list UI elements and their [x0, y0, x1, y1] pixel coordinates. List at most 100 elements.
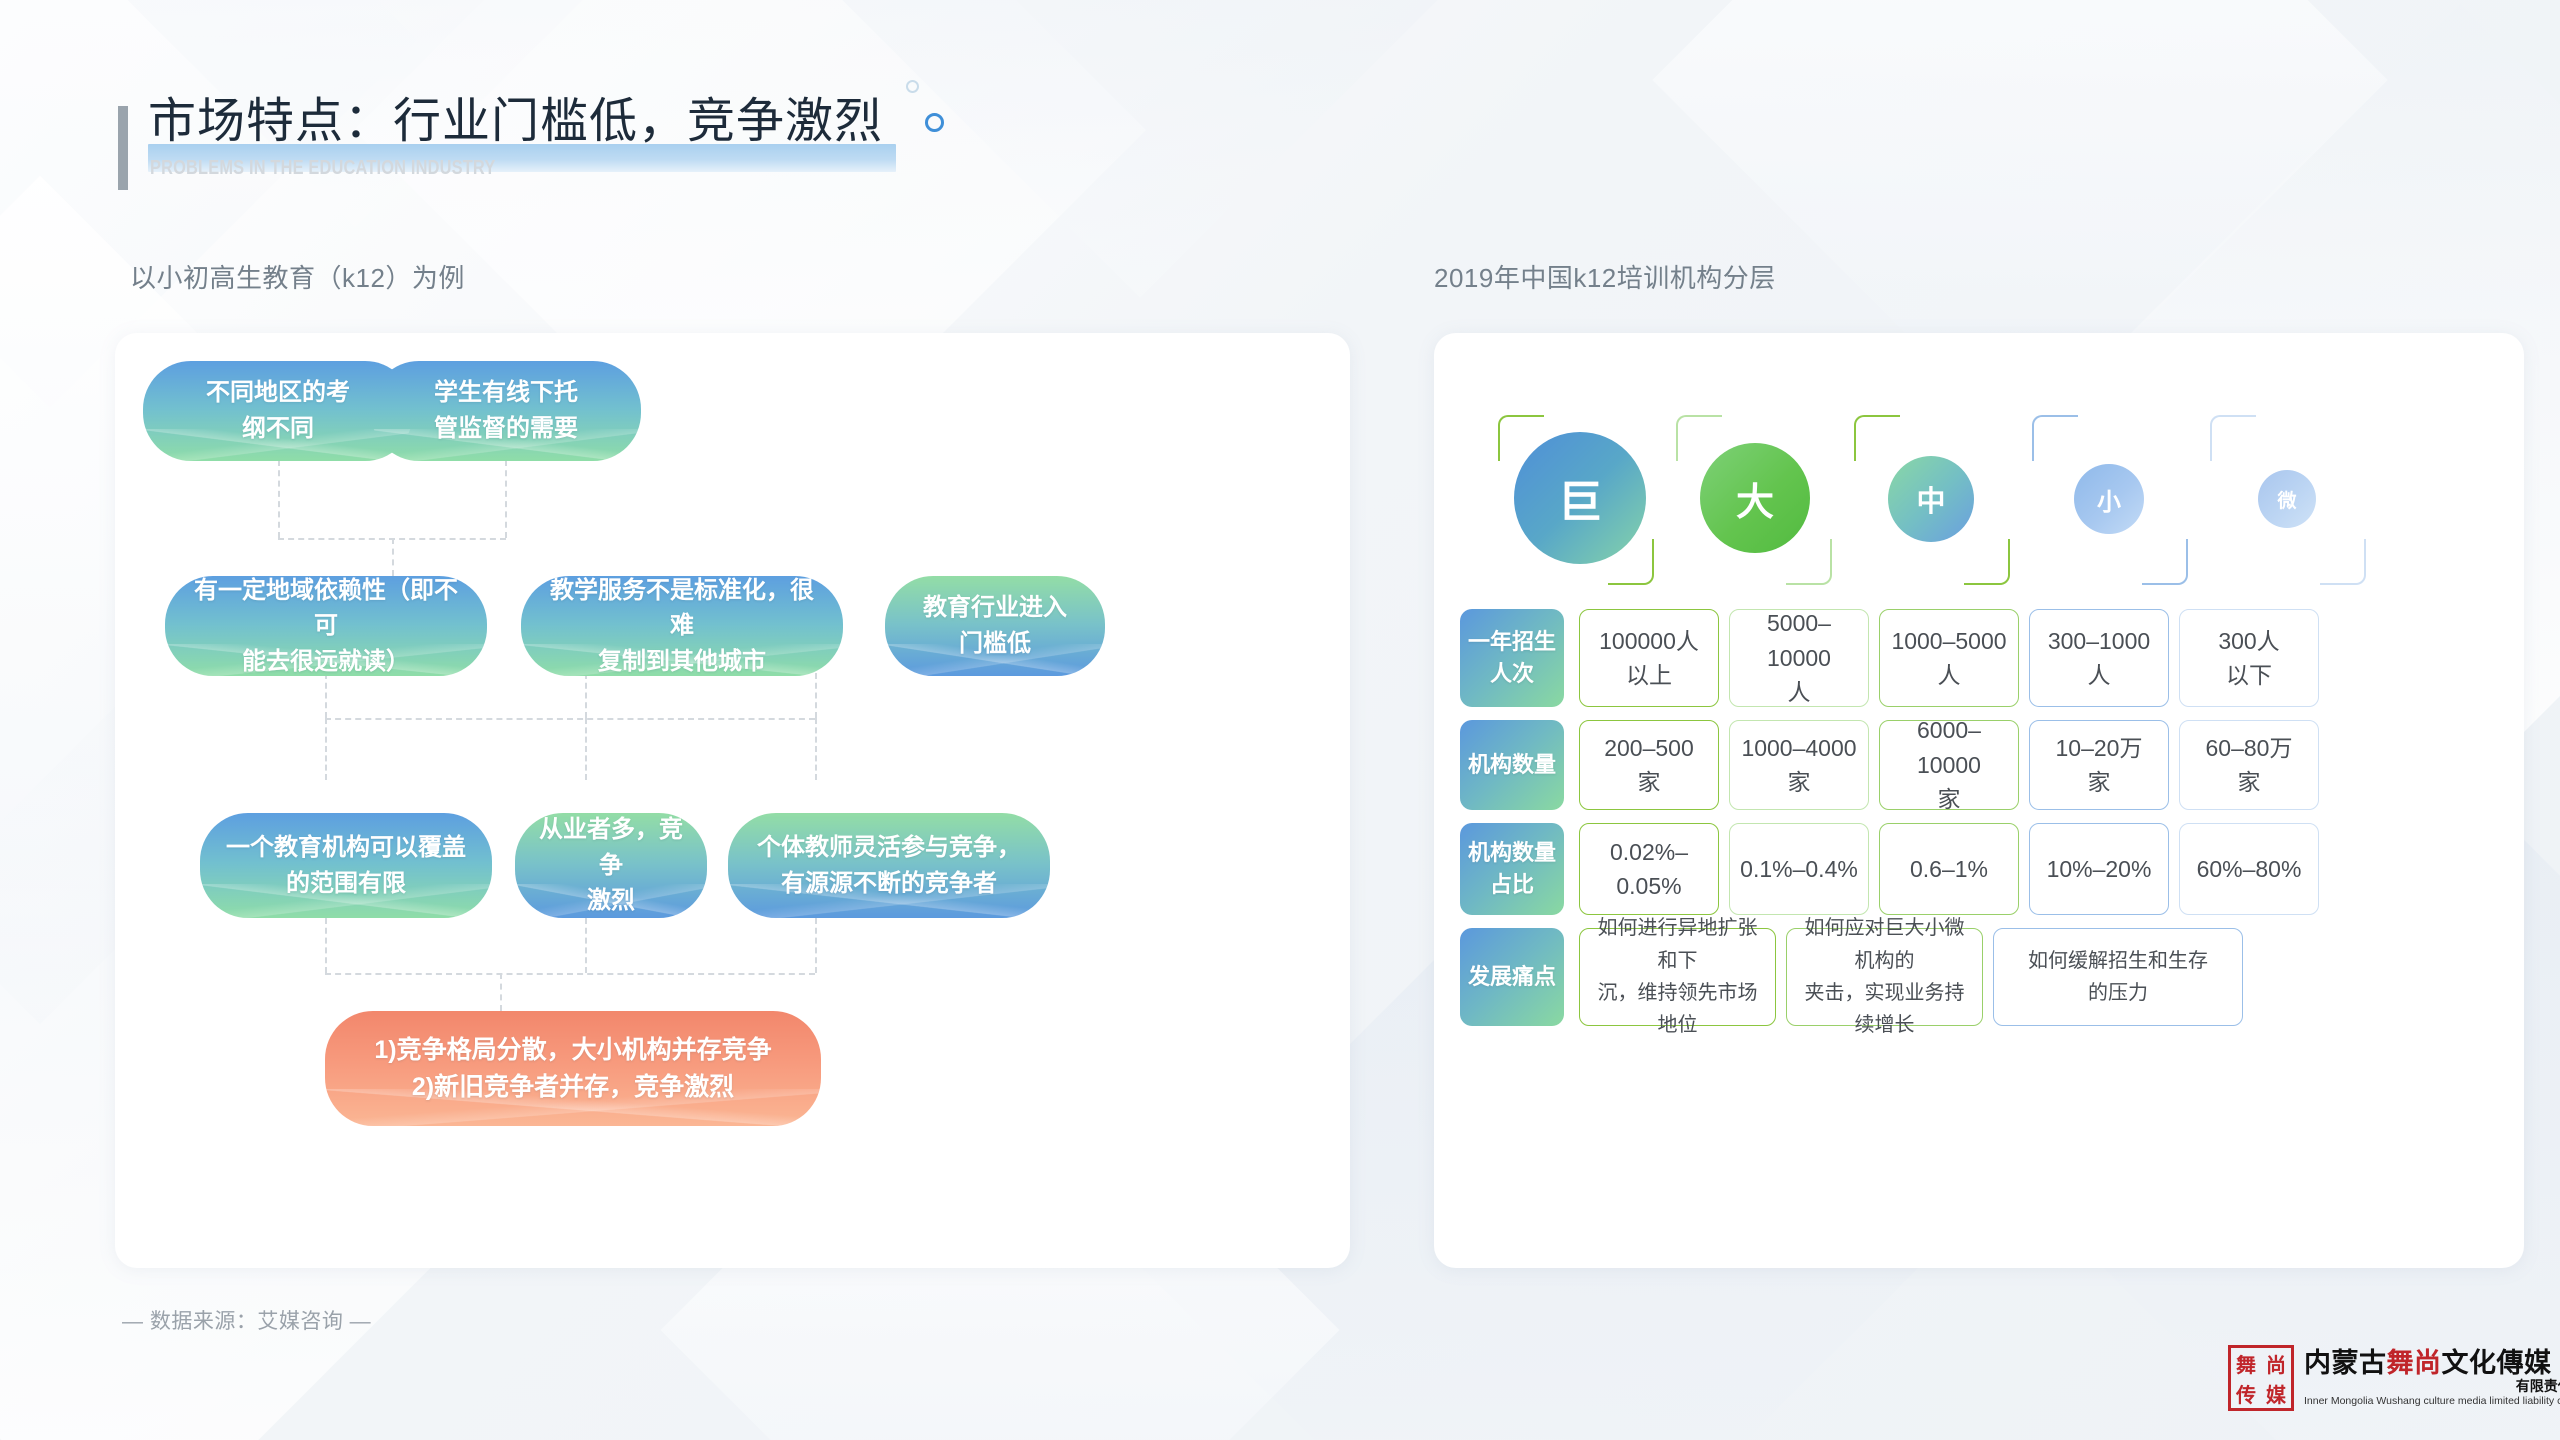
connector-row1-stem [392, 538, 394, 576]
matrix-pain-cell-0: 如何进行异地扩张和下沉，维持领先市场地位 [1579, 917, 1776, 1036]
connector-row3-stem [500, 973, 502, 1011]
title-highlight-bar [148, 144, 896, 172]
bracket-tl-icon [1498, 415, 1544, 461]
flow-node-n8[interactable]: 个体教师灵活参与竞争，有源源不断的竞争者 [728, 813, 1050, 918]
conclusion-line-2: 2)新旧竞争者并存，竞争激烈 [411, 1072, 735, 1101]
tier-label-小: 小 [2097, 488, 2121, 516]
matrix-cell-r1-c3: 10–20万家 [2029, 720, 2169, 810]
connector-row2-b [585, 718, 587, 780]
logo-company-name-en: Inner Mongolia Wushang culture media lim… [2304, 1395, 2560, 1407]
tier-cell-中[interactable]: 中 [1842, 415, 2022, 585]
flow-node-n1[interactable]: 不同地区的考纲不同 [143, 361, 413, 461]
tier-cell-大[interactable]: 大 [1664, 415, 1844, 585]
tier-circle-大[interactable]: 大 [1700, 443, 1810, 553]
bracket-br-icon [2142, 539, 2188, 585]
bracket-tl-icon [1676, 415, 1722, 461]
matrix-row-label-2: 机构数量占比 [1460, 823, 1564, 915]
connector-n8-down [815, 918, 817, 973]
bracket-br-icon [1608, 539, 1654, 585]
connector-n5-down [815, 673, 817, 718]
matrix-row-label-3: 发展痛点 [1460, 928, 1564, 1026]
bracket-tl-icon [2032, 415, 2078, 461]
decorative-ring-large-icon [925, 113, 944, 132]
flow-node-n4[interactable]: 教学服务不是标准化，很难复制到其他城市 [521, 576, 843, 676]
slide-header: 市场特点：行业门槛低，竞争激烈 PROBLEMS IN THE EDUCATIO… [118, 92, 896, 190]
flow-node-n4-label: 教学服务不是标准化，很难复制到其他城市 [550, 576, 814, 675]
logo-seal-icon: 舞 尚 传 媒 [2228, 1345, 2294, 1411]
matrix-cell-r0-c0: 100000人以上 [1579, 609, 1719, 707]
connector-row2-a [325, 718, 327, 780]
bracket-tl-icon [2210, 415, 2256, 461]
tier-label-大: 大 [1735, 481, 1774, 524]
matrix-cell-r2-c2: 0.6–1% [1879, 823, 2019, 915]
flow-node-n3[interactable]: 有一定地域依赖性（即不可能去很远就读） [165, 576, 487, 676]
right-matrix-card: 巨 大 中 小 微 [1434, 333, 2524, 1268]
flow-node-n8-label: 个体教师灵活参与竞争，有源源不断的竞争者 [757, 833, 1021, 897]
connector-row3-join [325, 973, 815, 975]
tier-circle-中[interactable]: 中 [1888, 456, 1974, 542]
tier-circle-巨[interactable]: 巨 [1514, 432, 1646, 564]
flow-node-n2-label: 学生有线下托管监督的需要 [434, 379, 578, 442]
flow-node-n5-label: 教育行业进入门槛低 [923, 594, 1067, 657]
conclusion-line-1: 1)竞争格局分散，大小机构并存竞争 [374, 1035, 772, 1064]
connector-n3-down [325, 673, 327, 718]
tier-circle-小[interactable]: 小 [2074, 464, 2144, 534]
matrix-row-label-1: 机构数量 [1460, 720, 1564, 810]
tier-cell-小[interactable]: 小 [2020, 415, 2200, 585]
flow-conclusion-box[interactable]: 1)竞争格局分散，大小机构并存竞争 2)新旧竞争者并存，竞争激烈 [325, 1011, 821, 1126]
left-section-caption: 以小初高生教育（k12）为例 [130, 263, 465, 293]
logo-text-block: 内蒙古舞尚文化傳媒 有限责任公司 Inner Mongolia Wushang … [2304, 1349, 2560, 1407]
connector-row2-join [325, 718, 815, 720]
matrix-cell-r0-c4: 300人以下 [2179, 609, 2319, 707]
connector-n6-down [325, 918, 327, 973]
tier-label-微: 微 [2277, 490, 2297, 512]
tier-circle-微[interactable]: 微 [2258, 470, 2316, 528]
page-title: 市场特点：行业门槛低，竞争激烈 [148, 95, 884, 148]
matrix-pain-cell-2: 如何缓解招生和生存的压力 [1993, 928, 2243, 1026]
seal-char-2: 传 [2236, 1384, 2256, 1407]
matrix-cell-r2-c3: 10%–20% [2029, 823, 2169, 915]
matrix-cell-r2-c1: 0.1%–0.4% [1729, 823, 1869, 915]
logo-cn-part1: 内蒙古 [2304, 1347, 2387, 1378]
flow-node-n3-label: 有一定地域依赖性（即不可能去很远就读） [194, 576, 458, 675]
connector-n1-down [278, 460, 280, 538]
bracket-tl-icon [1854, 415, 1900, 461]
logo-cn-part2: 文化傳媒 [2441, 1347, 2552, 1378]
tier-label-中: 中 [1916, 486, 1946, 518]
seal-char-3: 媒 [2266, 1384, 2286, 1407]
connector-n2-down [505, 460, 507, 538]
matrix-row-label-0: 一年招生人次 [1460, 609, 1564, 707]
matrix-cell-r2-c0: 0.02%–0.05% [1579, 823, 1719, 915]
data-source-note: — 数据来源：艾媒咨询 — [122, 1310, 372, 1333]
company-logo: 舞 尚 传 媒 内蒙古舞尚文化傳媒 有限责任公司 Inner Mongolia … [2228, 1345, 2560, 1411]
matrix-cell-r1-c4: 60–80万家 [2179, 720, 2319, 810]
flow-node-n5[interactable]: 教育行业进入门槛低 [885, 576, 1105, 676]
connector-row2-c [815, 718, 817, 780]
tier-cell-微[interactable]: 微 [2198, 415, 2378, 585]
tier-cell-巨[interactable]: 巨 [1486, 415, 1666, 585]
tier-label-巨: 巨 [1558, 478, 1602, 527]
logo-company-suffix-cn: 有限责任公司 [2515, 1378, 2560, 1395]
flow-node-n7-label: 从业者多，竞争激烈 [539, 816, 683, 915]
flow-node-n2[interactable]: 学生有线下托管监督的需要 [371, 361, 641, 461]
left-flowchart-card: 不同地区的考纲不同 学生有线下托管监督的需要 有一定地域依赖性（即不可能去很远就… [115, 333, 1350, 1268]
seal-char-0: 舞 [2236, 1354, 2256, 1377]
decorative-ring-small-icon [906, 80, 919, 93]
flow-node-n6-label: 一个教育机构可以覆盖的范围有限 [226, 833, 466, 897]
title-wrapper: 市场特点：行业门槛低，竞争激烈 [148, 92, 896, 172]
flow-node-n6[interactable]: 一个教育机构可以覆盖的范围有限 [200, 813, 492, 918]
bracket-br-icon [1786, 539, 1832, 585]
bracket-br-icon [2320, 539, 2366, 585]
page-subtitle: PROBLEMS IN THE EDUCATION INDUSTRY [150, 157, 496, 179]
flow-node-n7[interactable]: 从业者多，竞争激烈 [515, 813, 707, 918]
matrix-cell-r2-c4: 60%–80% [2179, 823, 2319, 915]
connector-n7-down [585, 918, 587, 973]
flow-conclusion-text: 1)竞争格局分散，大小机构并存竞争 2)新旧竞争者并存，竞争激烈 [374, 1032, 771, 1106]
